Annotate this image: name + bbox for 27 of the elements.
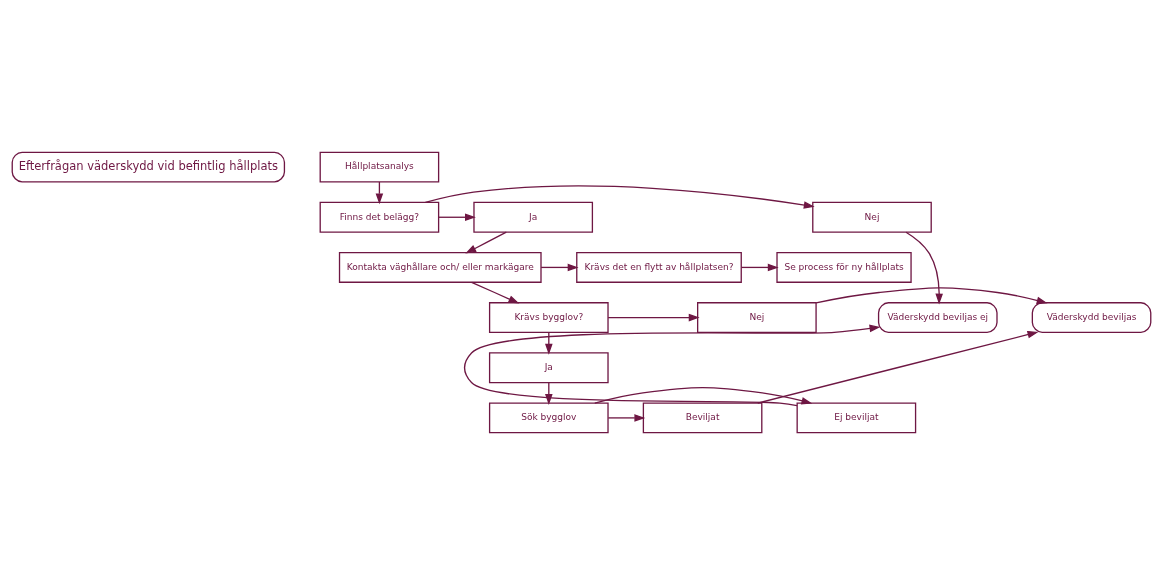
node-box: Krävs det en flytt av hållplatsen? [576,251,742,283]
arrow [464,324,881,406]
node-box: Beviljat [642,401,763,433]
arrow [438,212,476,221]
arrow [540,263,579,271]
arrow [607,313,700,321]
node-box: Hållplatsanalys [319,151,440,183]
node-box: Ej beviljat [796,401,917,433]
node-box: Nej [697,301,817,333]
arrow [594,386,813,404]
node-box: Nej [812,201,932,233]
node-box: Se process för ny hållplats [776,251,912,283]
node-box: Efterfrågan väderskydd vid befintlig hållplats [11,151,286,183]
arrow [424,184,815,209]
node-box: Finns det belägg? [319,201,440,233]
node-box: Väderskydd beviljas [1031,301,1152,333]
arrow [757,330,1039,404]
arrow [740,263,779,271]
node-box: Ja [488,351,609,383]
arrow [471,281,520,304]
node-box: Kontakta väghållare och/ eller markägare [338,251,542,283]
node-box: Krävs bygglov? [488,301,609,333]
arrow [815,286,1048,304]
node-box: Ja [473,201,594,233]
arrow [607,413,646,422]
node-box: Sök bygglov [488,401,609,433]
node-box: Väderskydd beviljas ej [877,301,998,333]
